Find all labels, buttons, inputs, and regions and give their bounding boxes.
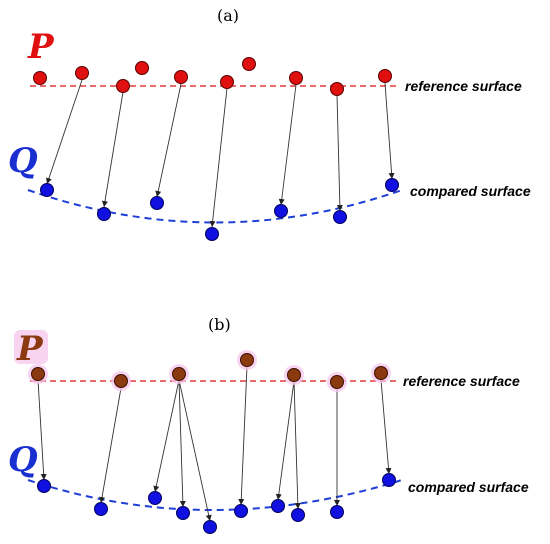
panel-a-label: (a): [217, 6, 239, 25]
arrow: [381, 76, 395, 180]
arrow: [238, 359, 251, 506]
panel-b-compared-points: [37, 473, 396, 534]
panel-b-reference-points: [28, 350, 391, 392]
arrow: [333, 88, 343, 212]
panel-b-compared-line: [27, 479, 403, 511]
reference-point: [289, 71, 303, 85]
reference-point: [378, 69, 392, 83]
reference-point: [330, 375, 344, 389]
compared-point: [385, 178, 399, 192]
arrow: [275, 374, 298, 501]
arrow: [102, 85, 127, 208]
reference-point: [31, 367, 45, 381]
arrow: [278, 78, 300, 206]
compared-point: [274, 204, 288, 218]
panel-a-p-letter: P: [27, 27, 55, 67]
arrow: [209, 81, 231, 228]
compared-point: [37, 479, 51, 493]
arrow: [174, 373, 212, 522]
panel-a-q-letter: Q: [8, 141, 38, 181]
reference-point: [135, 61, 149, 75]
compared-point: [94, 502, 108, 516]
compared-point: [382, 473, 396, 487]
compared-point: [205, 227, 219, 241]
reference-point: [75, 66, 89, 80]
reference-point: [33, 71, 47, 85]
compared-point: [330, 505, 344, 519]
panel-a-correspondence-arrows: [46, 73, 395, 228]
compared-point: [291, 508, 305, 522]
reference-point: [220, 75, 234, 89]
reference-point: [116, 79, 130, 93]
compared-point: [40, 183, 54, 197]
compared-point: [203, 520, 217, 534]
reference-point: [242, 57, 256, 71]
panel-b: (b) P Q reference surface compared surfa…: [8, 315, 529, 534]
arrow: [377, 373, 392, 475]
compared-point: [271, 499, 285, 513]
reference-point: [114, 374, 128, 388]
panel-b-q-letter: Q: [8, 440, 38, 480]
arrow: [175, 373, 186, 508]
arrow: [155, 77, 186, 198]
panel-a-reference-label: reference surface: [405, 78, 522, 94]
compared-point: [148, 491, 162, 505]
panel-b-correspondence-arrows: [34, 359, 392, 522]
reference-point: [172, 367, 186, 381]
arrow: [46, 73, 87, 185]
panel-a-reference-points: [33, 57, 392, 96]
arrow: [99, 381, 125, 504]
reference-point: [174, 70, 188, 84]
panel-a-compared-label: compared surface: [410, 183, 531, 199]
panel-a-compared-line: [27, 189, 403, 224]
arrow: [34, 373, 47, 481]
compared-point: [97, 207, 111, 221]
reference-point: [240, 353, 254, 367]
compared-point: [176, 506, 190, 520]
compared-point: [333, 210, 347, 224]
panel-b-label: (b): [208, 315, 231, 334]
reference-point: [287, 368, 301, 382]
reference-point: [374, 366, 388, 380]
arrow: [290, 374, 301, 510]
arrow: [153, 373, 184, 493]
compared-point: [234, 504, 248, 518]
compared-point: [150, 196, 164, 210]
panel-b-reference-label: reference surface: [403, 373, 520, 389]
reference-point: [330, 82, 344, 96]
panel-b-p-letter: P: [16, 329, 44, 369]
panel-b-p-highlight: [14, 330, 48, 364]
panel-a: (a) P Q reference surface compared surfa…: [8, 6, 531, 241]
panel-b-compared-label: compared surface: [408, 479, 529, 495]
panel-a-compared-points: [40, 178, 399, 241]
